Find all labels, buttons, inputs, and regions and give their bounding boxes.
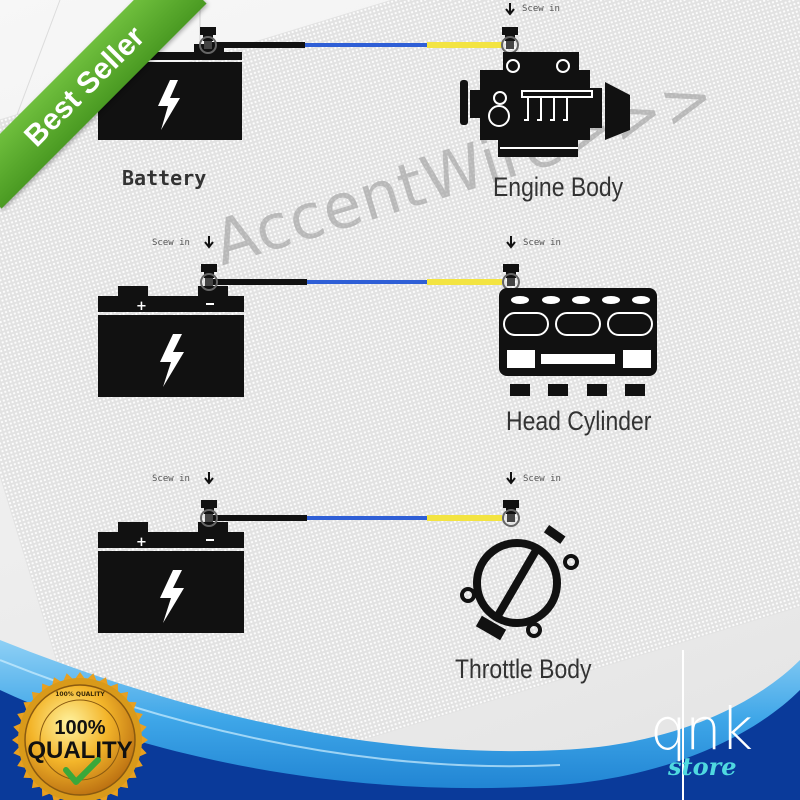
brand-sub: store [668,752,737,781]
scew-in-label: Scew in [152,238,190,248]
scew-in-label: Scew in [523,474,561,484]
wire-yellow [427,515,502,521]
seal-ring-text: 100% QUALITY [55,691,105,698]
brand-name: qnk [650,695,753,763]
wire-yellow [427,42,503,48]
engine-icon [460,52,630,157]
seal-main-text: 100% [54,717,105,739]
wire-black [212,515,307,521]
wire-black [210,42,305,48]
scew-in-label: Scew in [152,474,190,484]
target-label-throttle-body: Throttle Body [455,654,592,684]
checkmark-icon [63,757,101,785]
wire-blue [307,516,427,520]
scew-in-label: Scew in [523,238,561,248]
battery-label: Battery [122,166,207,190]
quality-seal-icon: 100% QUALITY 100% QUALITY [12,672,148,800]
wire-blue [307,280,427,284]
brand-logo: qnk store [650,695,753,781]
seal-sub-text: QUALITY [27,737,132,764]
target-label-engine-body: Engine Body [493,172,624,202]
wire-yellow [427,279,502,285]
wire-blue [305,43,427,47]
throttle-body-icon [460,524,579,641]
brand-divider [682,650,684,800]
scew-in-label: Scew in [522,4,560,14]
wire-black [212,279,307,285]
head-cylinder-icon [499,288,657,396]
target-label-head-cylinder: Head Cylinder [506,406,652,436]
